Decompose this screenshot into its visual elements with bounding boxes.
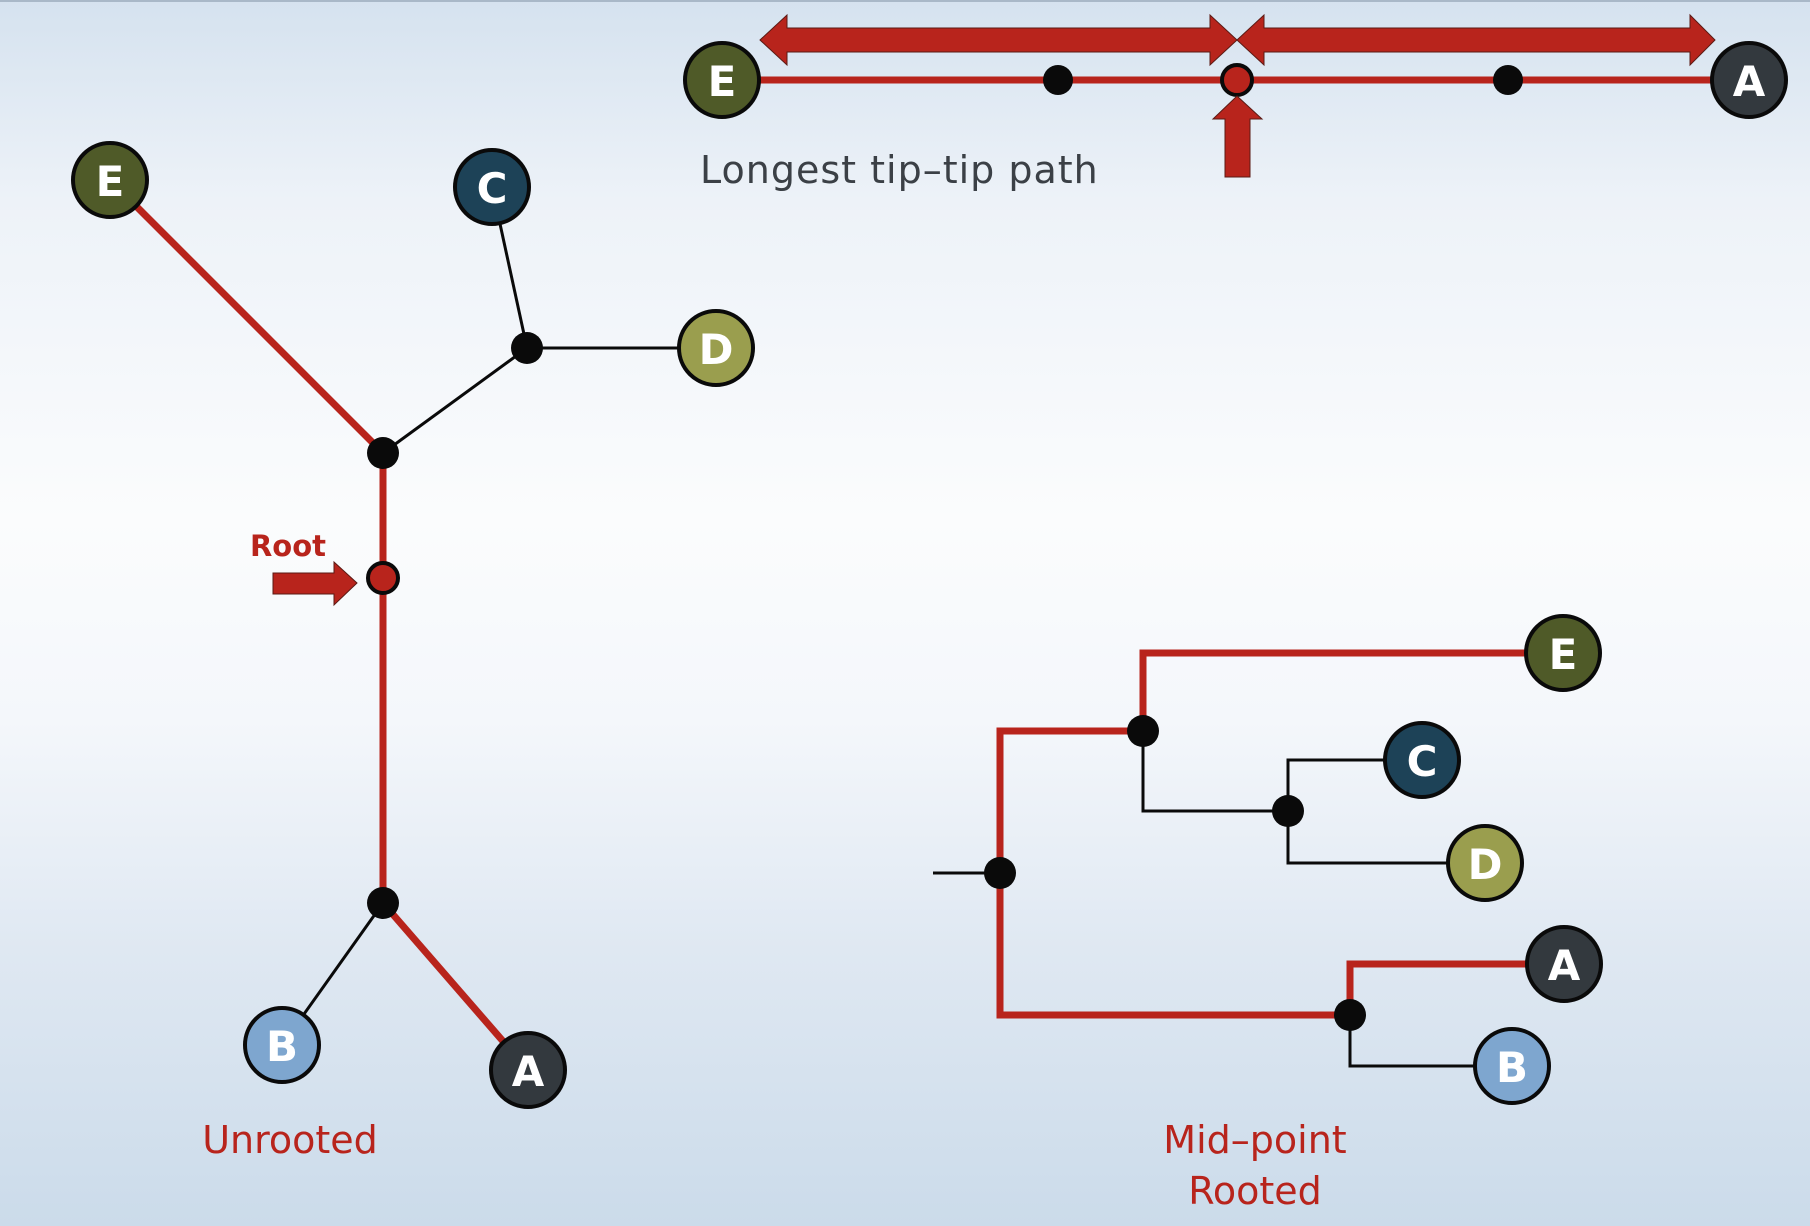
root-node <box>366 561 400 595</box>
internal-node <box>511 332 543 364</box>
tip-node-A: A <box>1710 41 1788 119</box>
tip-node-C: C <box>453 148 531 226</box>
tip-label: C <box>1407 737 1438 786</box>
left-arrow-icon <box>759 13 1238 67</box>
tip-node-E: E <box>683 41 761 119</box>
edge-C <box>1286 758 1386 811</box>
tip-node-B: B <box>243 1006 321 1084</box>
tip-label: A <box>1733 57 1766 106</box>
unrooted-tree: Root E C D B A Unrooted <box>71 141 755 1162</box>
edge-E <box>107 177 386 456</box>
tip-node-A: A <box>1525 925 1603 1003</box>
tip-label: E <box>1549 630 1578 679</box>
unrooted-caption: Unrooted <box>202 1118 378 1162</box>
top-border <box>0 0 1810 2</box>
tip-label: D <box>1468 840 1503 889</box>
edge-CD-clade <box>1141 731 1288 813</box>
longest-path-panel: E A Longest tip–tip path <box>683 13 1788 192</box>
tip-node-E: E <box>71 141 149 219</box>
edge-root-lower <box>996 873 1350 1019</box>
tip-label: E <box>708 57 737 106</box>
tip-node-D: D <box>1446 824 1524 902</box>
root-arrow-icon <box>272 560 358 607</box>
tip-label: C <box>477 164 508 213</box>
midpoint-node <box>1220 63 1254 97</box>
tip-node-E: E <box>1524 614 1602 692</box>
tip-label: D <box>699 325 734 374</box>
midpoint-caption-line2: Rooted <box>1188 1169 1322 1213</box>
internal-node <box>1127 715 1159 747</box>
longest-path-caption: Longest tip–tip path <box>700 148 1099 192</box>
edge-B <box>1348 1015 1476 1068</box>
edge-D <box>1286 811 1450 865</box>
edge-root-upper <box>996 727 1143 873</box>
midpoint-caption-line1: Mid–point <box>1163 1118 1346 1162</box>
root-label: Root <box>250 529 326 563</box>
root-node <box>984 857 1016 889</box>
edge-internal <box>382 346 528 455</box>
internal-node <box>367 887 399 919</box>
tip-node-A: A <box>489 1031 567 1109</box>
edge-E <box>1139 649 1526 731</box>
tip-node-D: D <box>677 309 755 387</box>
tip-node-B: B <box>1473 1027 1551 1105</box>
internal-node <box>1272 795 1304 827</box>
right-arrow-icon <box>1236 13 1716 67</box>
internal-node <box>1334 999 1366 1031</box>
internal-node <box>367 437 399 469</box>
up-arrow-icon <box>1211 95 1264 178</box>
tip-label: A <box>1548 941 1581 990</box>
internal-node <box>1043 65 1073 95</box>
internal-node <box>1493 65 1523 95</box>
tip-label: B <box>1496 1043 1528 1092</box>
midpoint-rooted-tree: E C D A B Mid–point Rooted <box>933 614 1603 1213</box>
tip-node-C: C <box>1383 721 1461 799</box>
tip-label: A <box>512 1047 545 1096</box>
tip-label: E <box>96 157 125 206</box>
edge-A <box>1346 960 1528 1015</box>
tip-label: B <box>266 1022 298 1071</box>
